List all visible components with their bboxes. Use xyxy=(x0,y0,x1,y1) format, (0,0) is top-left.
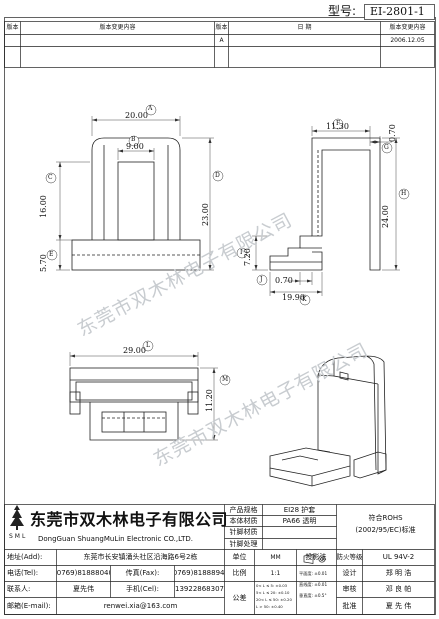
dim-side-height: 24.00 xyxy=(381,205,390,228)
revision-header-version: 版本 xyxy=(6,24,19,31)
callout-j: J xyxy=(260,276,263,283)
mobile-label: 手机(Cel): xyxy=(126,585,159,593)
flatness-line-3: 垂直度: ±0.5° xyxy=(299,593,327,598)
material-value: PA66 透明 xyxy=(282,516,317,525)
company-name-en: DongGuan ShuangMuLin Electronic CO.,LTD. xyxy=(38,535,193,543)
dim-side-width: 19.90 xyxy=(282,293,305,302)
callout-c: C xyxy=(48,174,53,181)
material-label: 本体材质 xyxy=(229,516,258,525)
callout-e: E xyxy=(49,251,54,258)
tolerance-line-3: 20< L ≤ 50: ±0.20 xyxy=(256,597,292,602)
dim-front-width: 20.00 xyxy=(125,111,148,120)
pin-material-label: 针脚材质 xyxy=(229,528,258,536)
dim-front-height-upper: 16.00 xyxy=(39,195,48,218)
dim-side-step-height: 7.20 xyxy=(243,248,252,266)
dim-bottom-depth: 11.20 xyxy=(205,389,214,412)
email-label: 邮箱(E-mail): xyxy=(7,601,51,610)
product-spec-label: 产品规格 xyxy=(229,505,258,514)
callout-f-2: F xyxy=(336,120,341,127)
tolerance-line-1: 0< L ≤ 5: ±0.03 xyxy=(256,583,288,588)
callout-d: D xyxy=(215,172,220,179)
callout-g: G xyxy=(384,144,389,151)
tolerance-line-2: 5< L ≤ 20: ±0.10 xyxy=(256,590,290,595)
mobile-value: 13922868307 xyxy=(175,585,224,593)
contact-label: 联系人: xyxy=(7,585,31,593)
projection-label-cell: 投影法 xyxy=(305,553,327,561)
model-label: 型号: xyxy=(328,4,357,18)
design-label: 设计 xyxy=(342,569,357,577)
callout-h: H xyxy=(401,190,407,197)
tolerance-label: 公差 xyxy=(232,593,247,602)
model-number: EI-2801-1 xyxy=(370,5,425,18)
pin-finish-label: 针脚处理 xyxy=(229,539,258,548)
callout-i: I xyxy=(240,249,243,256)
approve-value: 夏 先 伟 xyxy=(385,601,412,610)
front-view xyxy=(71,137,201,271)
tel-label: 电话(Tel): xyxy=(7,569,39,577)
unit-label: 单位 xyxy=(232,553,247,561)
revision-header-change-2: 版本变更内容 xyxy=(389,24,426,31)
callout-k: K xyxy=(302,296,307,303)
check-label: 审核 xyxy=(342,585,357,593)
callout-l: L xyxy=(146,342,150,349)
contact-value: 夏先伟 xyxy=(73,585,94,593)
scale-value: 1:1 xyxy=(270,569,281,577)
revision-row-version: A xyxy=(219,36,224,44)
callout-m: M xyxy=(222,376,229,383)
fax-label: 传真(Fax): xyxy=(125,569,160,577)
callout-a: A xyxy=(148,105,153,112)
approve-label: 批准 xyxy=(342,601,357,610)
callout-b: B xyxy=(131,136,136,143)
flame-label: 防火等级 xyxy=(337,553,362,562)
email-value: renwei.xia@163.com xyxy=(103,601,178,610)
dim-front-height-total: 23.00 xyxy=(201,203,210,226)
address-value: 东莞市长安镇涌头社区沿海路6号2栋 xyxy=(83,553,198,561)
company-name-cn: 东莞市双木林电子有限公司 xyxy=(30,510,229,529)
flatness-line-1: 平面度: ±0.01 xyxy=(299,571,328,576)
flatness-line-2: 直线度: ±0.01 xyxy=(299,582,328,587)
fax-value: (0769)81888940 xyxy=(175,569,224,577)
pin-material-value xyxy=(263,527,336,538)
dim-front-height-base: 5.70 xyxy=(39,254,48,272)
revision-header-date: 日 期 xyxy=(297,24,312,31)
side-view xyxy=(269,137,381,271)
rohs-line-2: (2002/95/EC)标准 xyxy=(355,525,416,534)
dim-side-step: 0.70 xyxy=(275,276,293,285)
design-value: 郑 明 浩 xyxy=(385,569,412,577)
check-value: 邓 良 帕 xyxy=(385,585,412,593)
dim-front-slot: 9.00 xyxy=(126,142,144,151)
address-label: 地址(Add): xyxy=(7,553,43,561)
revision-header-change: 版本变更内容 xyxy=(99,24,136,31)
unit-value: MM xyxy=(270,553,281,561)
revision-header-version-2: 版本 xyxy=(215,24,228,31)
tel-value: (0769)81888040 xyxy=(57,569,110,577)
scale-label: 比例 xyxy=(232,569,247,577)
dim-side-top: 11.30 xyxy=(326,122,349,131)
bottom-view xyxy=(69,367,199,441)
pin-finish-value xyxy=(263,539,336,549)
isometric-view xyxy=(269,355,387,487)
dim-bottom-width: 29.00 xyxy=(123,346,146,355)
company-logo-mark xyxy=(10,505,24,530)
dim-side-edge: 0.70 xyxy=(388,124,397,142)
revision-row-date: 2006.12.05 xyxy=(390,36,425,44)
flame-value: UL 94V-2 xyxy=(382,553,415,561)
rohs-line-1: 符合ROHS xyxy=(368,513,403,522)
logo-text: SML xyxy=(9,533,28,540)
product-spec-value: EI28 护套 xyxy=(283,505,316,514)
tolerance-line-4: L > 50: ±0.40 xyxy=(256,604,283,609)
